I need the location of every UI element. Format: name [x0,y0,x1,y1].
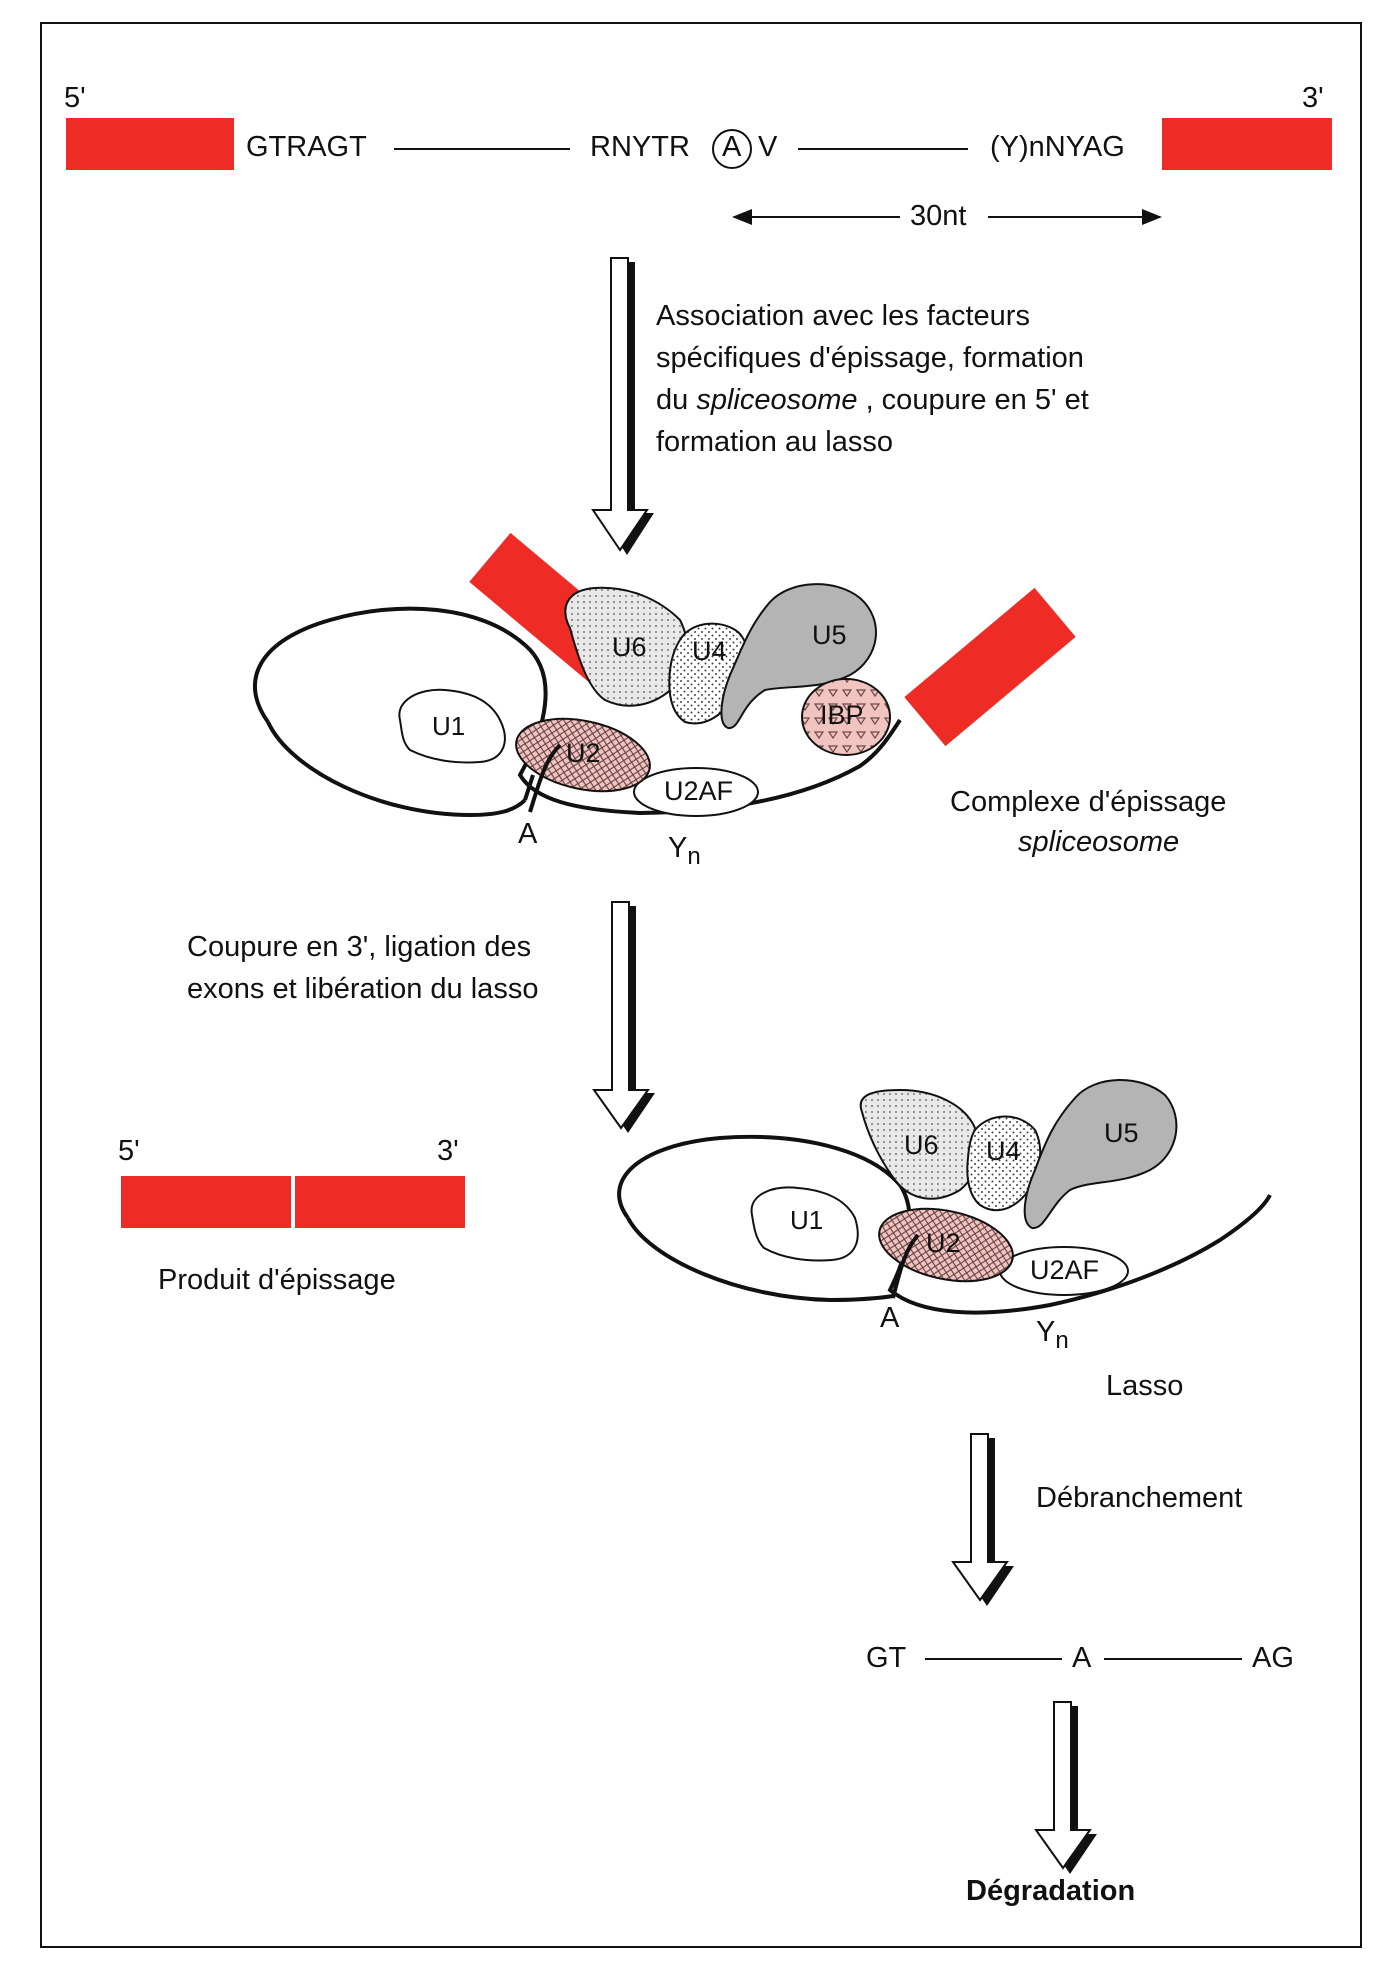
step1-line3: du spliceosome , coupure en 5' et [656,379,1089,421]
u2-label: U2 [566,738,601,768]
lasso-u1-label: U1 [790,1205,824,1235]
acceptor-site: (Y)nNYAG [990,131,1125,163]
product-caption: Produit d'épissage [158,1264,396,1296]
step2-line1: Coupure en 3', ligation des [187,931,532,963]
lasso-u6-label: U6 [904,1130,939,1160]
u6-label: U6 [612,632,647,662]
u2-snrnp [515,717,651,793]
exon-3prime [1162,118,1332,170]
u5-label: U5 [812,620,847,650]
u5-snrnp [720,583,877,730]
ibp-protein [801,678,891,756]
lasso-complex [617,1079,1272,1315]
lasso-yn-label: Yn [1036,1316,1069,1354]
step1-line4: formation au lasso [656,426,893,458]
product-3prime: 3' [437,1135,459,1167]
lasso-caption: Lasso [1106,1370,1184,1402]
lasso-u2-label: U2 [926,1228,961,1258]
distance-label: 30nt [910,200,967,232]
step-arrow-4 [1034,1701,1097,1874]
branch-a-label: A [518,818,538,850]
lasso-u4-snrnp [966,1115,1042,1212]
yn-label: Yn [668,832,701,870]
lasso-u4-label: U4 [986,1136,1021,1166]
lasso-a-label: A [880,1302,900,1334]
donor-site: GTRAGT [246,131,367,163]
branch-right-seq: V [758,131,778,163]
label-3prime: 3' [1302,82,1324,114]
step1-description: Association avec les facteurs spécifique… [656,295,1089,463]
step1-line3-pre: du [656,384,697,416]
step-arrow-3 [951,1433,1014,1606]
linear-gt: GT [866,1642,907,1674]
exon-3prime-tilted [904,587,1076,747]
branch-point-a: A [722,131,742,163]
step1-line1: Association avec les facteurs [656,300,1030,332]
figure-frame [40,22,1362,1948]
step1-line3-italic: spliceosome [696,384,858,416]
product-exon-2 [295,1176,465,1228]
step2-description: Coupure en 3', ligation des exons et lib… [187,926,538,1010]
u4-label: U4 [692,636,727,666]
product-5prime: 5' [118,1135,140,1167]
ibp-label: IBP [820,700,864,730]
u2af-factor [633,767,759,817]
debranching-label: Débranchement [1036,1482,1243,1514]
exon-5prime [66,118,234,170]
branch-a-circle [712,129,752,169]
spliceosome-complex [252,532,1076,818]
lasso-u1-snrnp [750,1186,859,1262]
u2af-label: U2AF [664,776,734,806]
lasso-u5-snrnp [1023,1079,1178,1230]
step1-line3-post: , coupure en 5' et [857,384,1089,416]
lasso-u5-label: U5 [1104,1118,1139,1148]
step2-line2: exons et libération du lasso [187,973,539,1005]
step-arrow-2 [592,901,655,1133]
step-arrow-1 [591,257,654,555]
lasso-u2af-label: U2AF [1030,1255,1100,1285]
lasso-u2-snrnp [878,1207,1014,1283]
branch-left-seq: RNYTR [590,131,690,163]
product-exon-1 [121,1176,291,1228]
spliceosome-caption-line2: spliceosome [1018,826,1180,858]
label-5prime: 5' [64,82,86,114]
degradation-label: Dégradation [966,1875,1136,1907]
linear-a: A [1072,1642,1092,1674]
u1-snrnp [398,688,506,764]
u1-label: U1 [432,711,466,741]
linear-ag: AG [1252,1642,1294,1674]
spliceosome-caption-line1: Complexe d'épissage [950,786,1227,818]
step1-line2: spécifiques d'épissage, formation [656,342,1084,374]
